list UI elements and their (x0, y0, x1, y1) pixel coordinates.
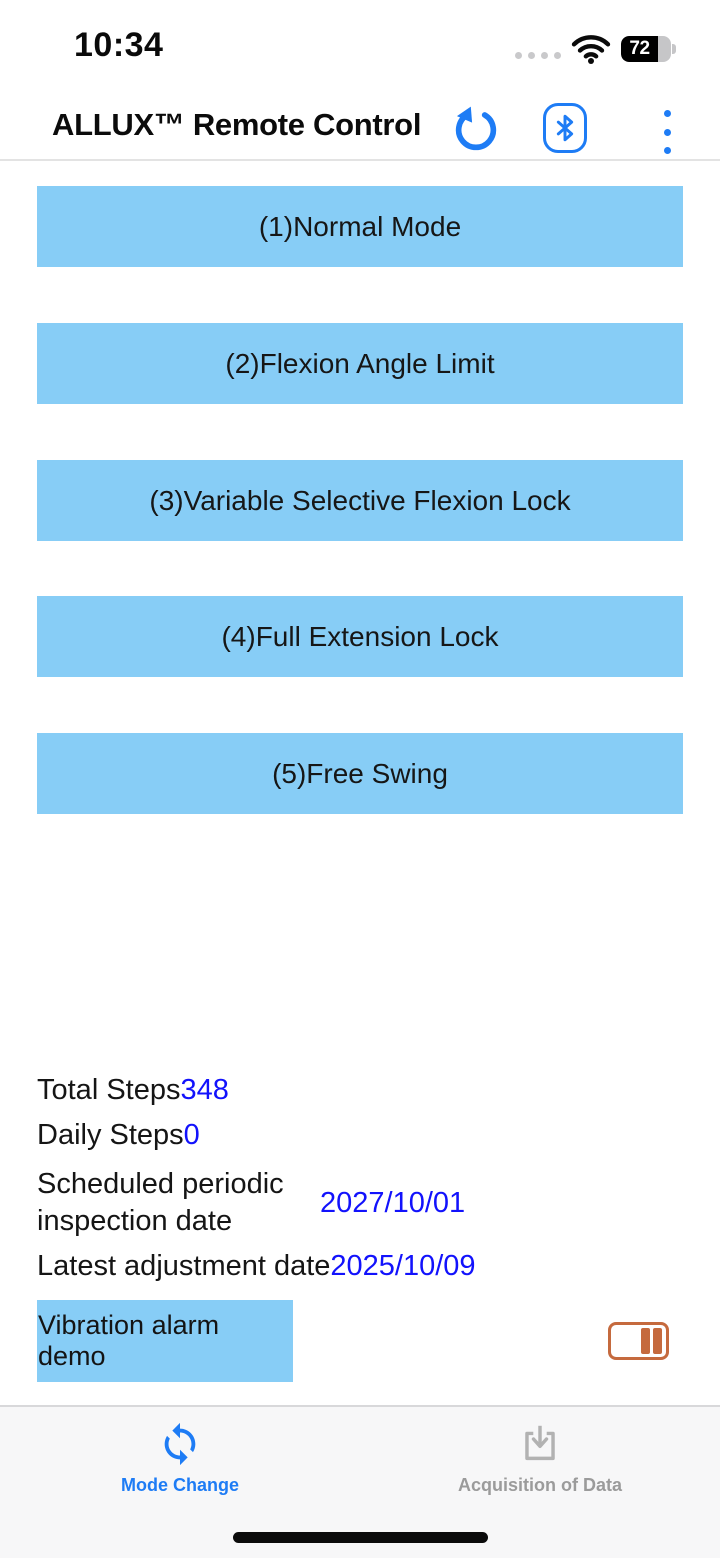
tab-mode-change[interactable]: Mode Change (0, 1407, 360, 1558)
home-indicator[interactable] (233, 1532, 488, 1543)
status-time: 10:34 (74, 26, 164, 64)
refresh-button[interactable] (450, 104, 502, 156)
mode-button-full-extension-lock[interactable]: (4)Full Extension Lock (37, 596, 683, 677)
battery-nub (672, 44, 676, 54)
mode-button-variable-selective-flexion-lock[interactable]: (3)Variable Selective Flexion Lock (37, 460, 683, 541)
inspection-date-row: Scheduled periodic inspection date 2027/1… (37, 1166, 465, 1240)
tab-acquisition-of-data[interactable]: Acquisition of Data (360, 1407, 720, 1558)
page-title: ALLUX™ Remote Control (52, 107, 422, 142)
header-divider (0, 159, 720, 161)
daily-steps-label: Daily Steps (37, 1119, 184, 1151)
total-steps-value: 348 (180, 1074, 229, 1106)
bluetooth-button[interactable] (543, 103, 587, 153)
cellular-signal-icon (515, 51, 561, 59)
mode-button-free-swing[interactable]: (5)Free Swing (37, 733, 683, 814)
daily-steps-row: Daily Steps0 (37, 1119, 200, 1152)
status-icons: 72 (515, 34, 676, 64)
adjustment-date-row: Latest adjustment date2025/10/09 (37, 1250, 476, 1283)
wifi-icon (571, 35, 611, 64)
total-steps-label: Total Steps (37, 1074, 181, 1106)
vibration-alarm-toggle[interactable] (608, 1322, 669, 1360)
download-icon (525, 1425, 555, 1461)
tab-acquisition-of-data-label: Acquisition of Data (457, 1475, 622, 1495)
sync-icon (164, 1422, 196, 1466)
inspection-date-label: Scheduled periodic inspection date (37, 1168, 284, 1237)
menu-kebab-icon[interactable] (659, 110, 675, 154)
vibration-alarm-demo-button[interactable]: Vibration alarm demo (37, 1300, 293, 1382)
mode-button-normal[interactable]: (1)Normal Mode (37, 186, 683, 267)
adjustment-date-label: Latest adjustment date (37, 1250, 331, 1282)
toggle-handle-bar (641, 1328, 650, 1354)
battery-percent: 72 (629, 38, 650, 59)
tab-mode-change-label: Mode Change (120, 1475, 239, 1495)
battery-icon: 72 (621, 36, 671, 62)
mode-button-flexion-angle-limit[interactable]: (2)Flexion Angle Limit (37, 323, 683, 404)
inspection-date-value: 2027/10/01 (320, 1186, 466, 1219)
total-steps-row: Total Steps348 (37, 1074, 229, 1107)
toggle-handle-bar (653, 1328, 662, 1354)
adjustment-date-value: 2025/10/09 (330, 1250, 476, 1282)
daily-steps-value: 0 (183, 1119, 200, 1151)
